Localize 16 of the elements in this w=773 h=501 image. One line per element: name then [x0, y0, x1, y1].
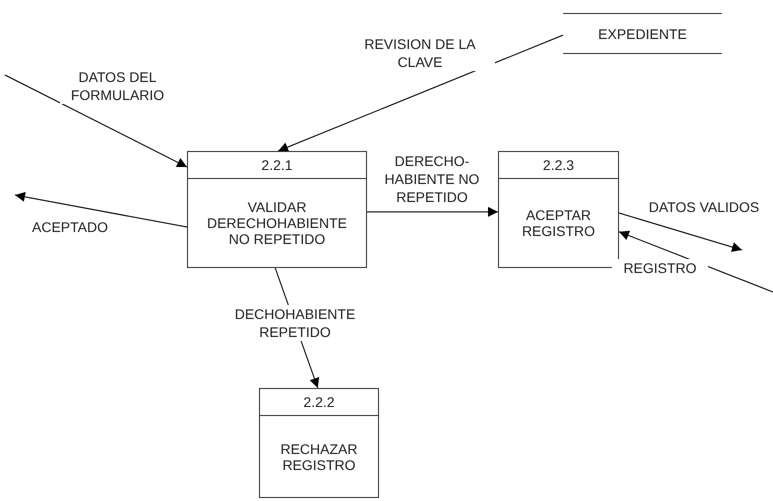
process-number: 2.2.1: [261, 157, 293, 173]
arrow: [366, 206, 498, 217]
process-number: 2.2.3: [542, 157, 574, 173]
arrow: [14, 192, 188, 228]
process-box: [187, 151, 367, 268]
arrow: [4, 74, 188, 168]
arrow: [618, 230, 773, 292]
store-name: EXPEDIENTE: [598, 26, 687, 42]
process-box: [498, 151, 619, 268]
process-name: VALIDAR DERECHOHABIENTE NO REPETIDO: [206, 199, 348, 247]
process-name: RECHAZAR REGISTRO: [279, 440, 358, 472]
process-name: ACEPTAR REGISTRO: [520, 207, 596, 239]
process-number: 2.2.2: [303, 394, 335, 410]
arrow: [618, 212, 742, 252]
process-box: [259, 388, 379, 498]
arrow: [278, 34, 564, 152]
